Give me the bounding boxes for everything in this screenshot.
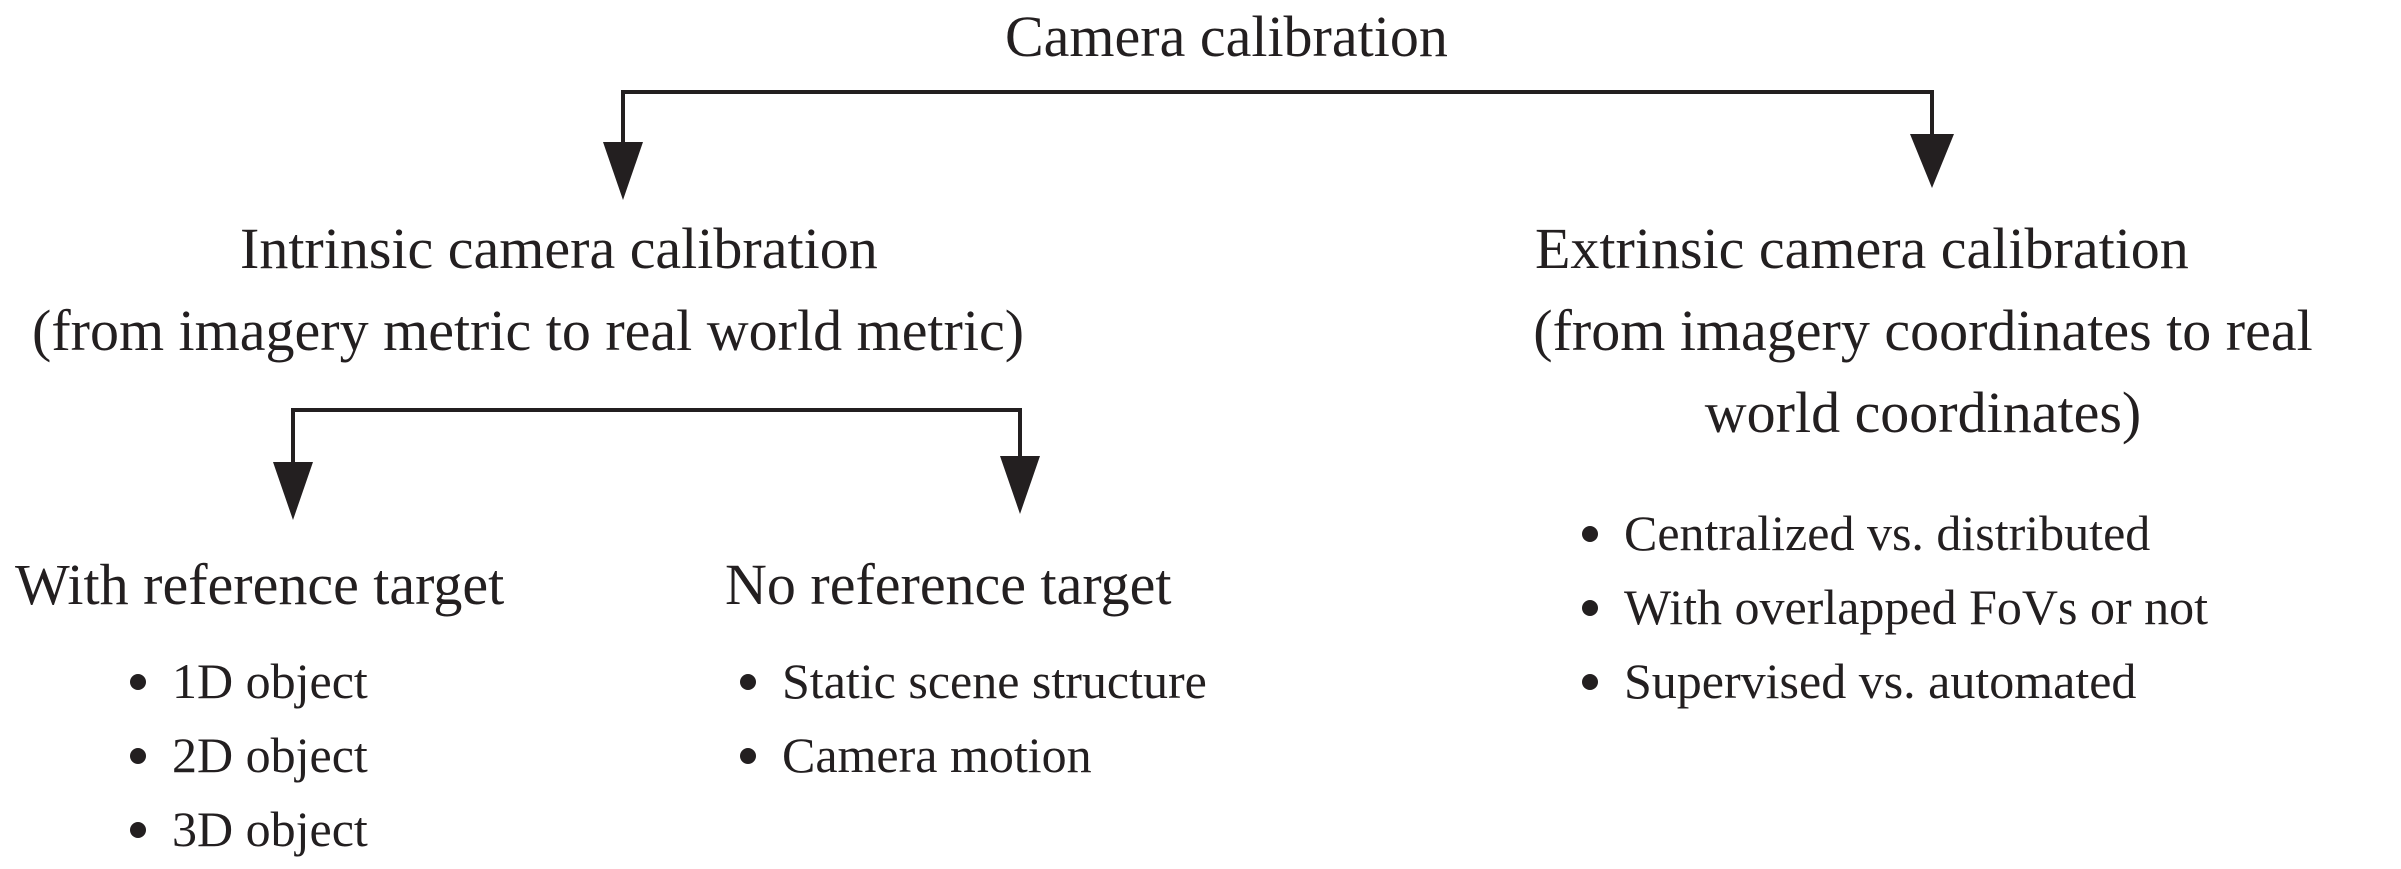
- bullet-icon: [1582, 526, 1598, 542]
- arrow-to-intrinsic: [603, 142, 643, 200]
- intrinsic-bracket: [291, 408, 1022, 470]
- list-item: Centralized vs. distributed: [1572, 496, 2208, 570]
- extrinsic-subtitle-line1: (from imagery coordinates to real: [1533, 298, 2313, 363]
- no-target-list: Static scene structure Camera motion: [730, 644, 1207, 792]
- list-item: Camera motion: [730, 718, 1207, 792]
- extrinsic-list: Centralized vs. distributed With overlap…: [1572, 496, 2208, 718]
- extrinsic-subtitle-line2: world coordinates): [1704, 380, 2142, 445]
- list-item: Supervised vs. automated: [1572, 644, 2208, 718]
- bullet-icon: [740, 748, 756, 764]
- list-item: With overlapped FoVs or not: [1572, 570, 2208, 644]
- no-target-label: No reference target: [725, 552, 1172, 617]
- intrinsic-subtitle: (from imagery metric to real world metri…: [32, 298, 1025, 363]
- list-item: 1D object: [120, 644, 368, 718]
- extrinsic-title: Extrinsic camera calibration: [1535, 216, 2189, 281]
- arrow-to-extrinsic: [1910, 134, 1954, 188]
- list-item: 3D object: [120, 792, 368, 866]
- bullet-icon: [1582, 674, 1598, 690]
- list-item: 2D object: [120, 718, 368, 792]
- bullet-icon: [130, 674, 146, 690]
- arrow-to-with-target: [273, 462, 313, 520]
- bullet-icon: [1582, 600, 1598, 616]
- bullet-icon: [130, 822, 146, 838]
- with-target-list: 1D object 2D object 3D object: [120, 644, 368, 866]
- intrinsic-title: Intrinsic camera calibration: [240, 216, 878, 281]
- list-item: Static scene structure: [730, 644, 1207, 718]
- root-bracket: [621, 90, 1934, 150]
- bullet-icon: [740, 674, 756, 690]
- with-target-label: With reference target: [15, 552, 505, 617]
- arrow-to-no-target: [1000, 456, 1040, 514]
- bullet-icon: [130, 748, 146, 764]
- root-label: Camera calibration: [1005, 4, 1448, 69]
